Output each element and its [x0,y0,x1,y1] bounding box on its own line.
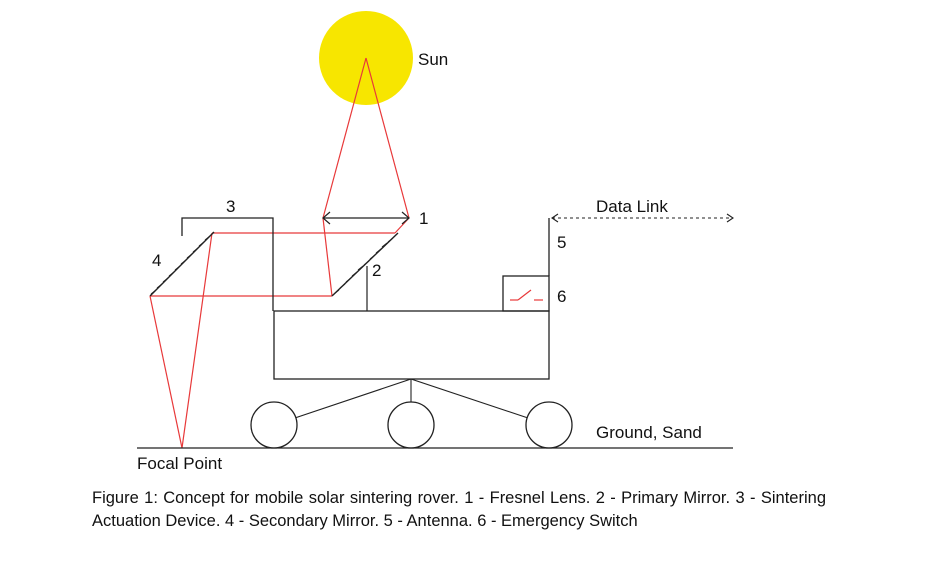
label-6: 6 [557,287,566,306]
data-link-label: Data Link [596,197,668,216]
fresnel-lens [322,211,410,225]
wheel-middle [387,401,435,449]
label-4: 4 [152,251,161,270]
wheel-left [250,401,298,449]
rover-body [273,310,550,380]
label-2: 2 [372,261,381,280]
figure-caption: Figure 1: Concept for mobile solar sinte… [92,489,826,530]
label-1: 1 [419,209,428,228]
label-5: 5 [557,233,566,252]
wheel-right [525,401,573,449]
label-3: 3 [226,197,235,216]
emergency-switch [502,275,550,312]
secondary-mirror [149,231,215,297]
sintering-actuation-device [181,217,274,311]
suspension [273,378,550,426]
ground-label: Ground, Sand [596,423,702,442]
focal-point-label: Focal Point [137,454,222,473]
primary-mirror [331,232,399,311]
data-link-arrow [551,213,734,223]
light-rays [149,57,410,449]
sun-label: Sun [418,50,448,69]
